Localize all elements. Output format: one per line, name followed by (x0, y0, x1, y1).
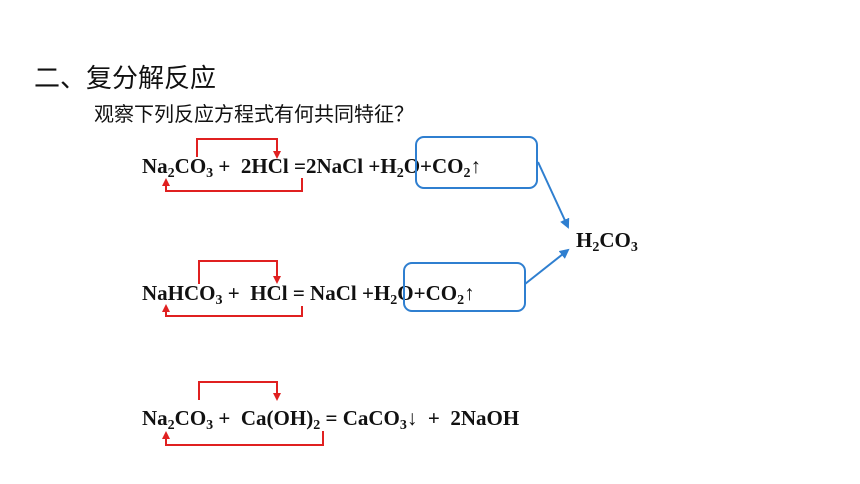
eq2-equals: = NaCl + (287, 281, 374, 305)
equation-3: Na2CO3 + Ca(OH)2 = CaCO3↓ + 2NaOH (142, 406, 520, 433)
eq3-reactant-2: Ca(OH)2 (240, 406, 321, 433)
eq2-product-water: H2O (373, 281, 414, 308)
eq2-plus: + (222, 281, 251, 305)
eq2-reactant-1: NaHCO3 (142, 281, 223, 308)
eq3-bottom-exchange-arrow (162, 431, 324, 446)
eq1-product-co2: +CO2↑ (420, 154, 481, 181)
eq3-product-caco3: CaCO3↓ (342, 406, 418, 433)
eq1-plus: + (213, 154, 241, 178)
eq3-plus: + (213, 406, 241, 430)
eq2-bottom-exchange-arrow (162, 304, 303, 317)
eq2-exchange-arrows (162, 260, 303, 317)
eq3-exchange-arrows (162, 381, 324, 446)
eq2-to-h2co3-arrow (524, 248, 570, 285)
eq1-equals: =2NaCl + (288, 154, 381, 178)
section-title: 二、复分解反应 (34, 64, 217, 94)
eq1-products-highlight-box (415, 136, 538, 189)
eq1-to-h2co3-arrow (537, 161, 570, 229)
intermediate-carbonic-acid: H2CO3 (576, 228, 638, 255)
eq1-top-exchange-arrow (196, 138, 281, 159)
eq1-exchange-arrows (162, 138, 303, 192)
eq1-bottom-exchange-arrow (162, 178, 303, 192)
eq1-reactant-2: 2HCl (240, 154, 289, 178)
question-text: 观察下列反应方程式有何共同特征？ (94, 102, 414, 126)
eq1-reactant-1: Na2CO3 (142, 154, 214, 181)
equation-2: NaHCO3 + HCl = NaCl +H2O+CO2↑ (142, 281, 475, 308)
eq3-top-exchange-arrow (198, 381, 281, 401)
eq2-products-highlight-box (403, 262, 526, 312)
eq3-reactant-1: Na2CO3 (142, 406, 214, 433)
eq2-product-co2: +CO2↑ (413, 281, 475, 308)
eq3-product-naoh: + 2NaOH (417, 406, 520, 430)
eq2-reactant-2: HCl (250, 281, 288, 305)
eq3-equals: = (320, 406, 343, 430)
eq2-top-exchange-arrow (198, 260, 281, 284)
